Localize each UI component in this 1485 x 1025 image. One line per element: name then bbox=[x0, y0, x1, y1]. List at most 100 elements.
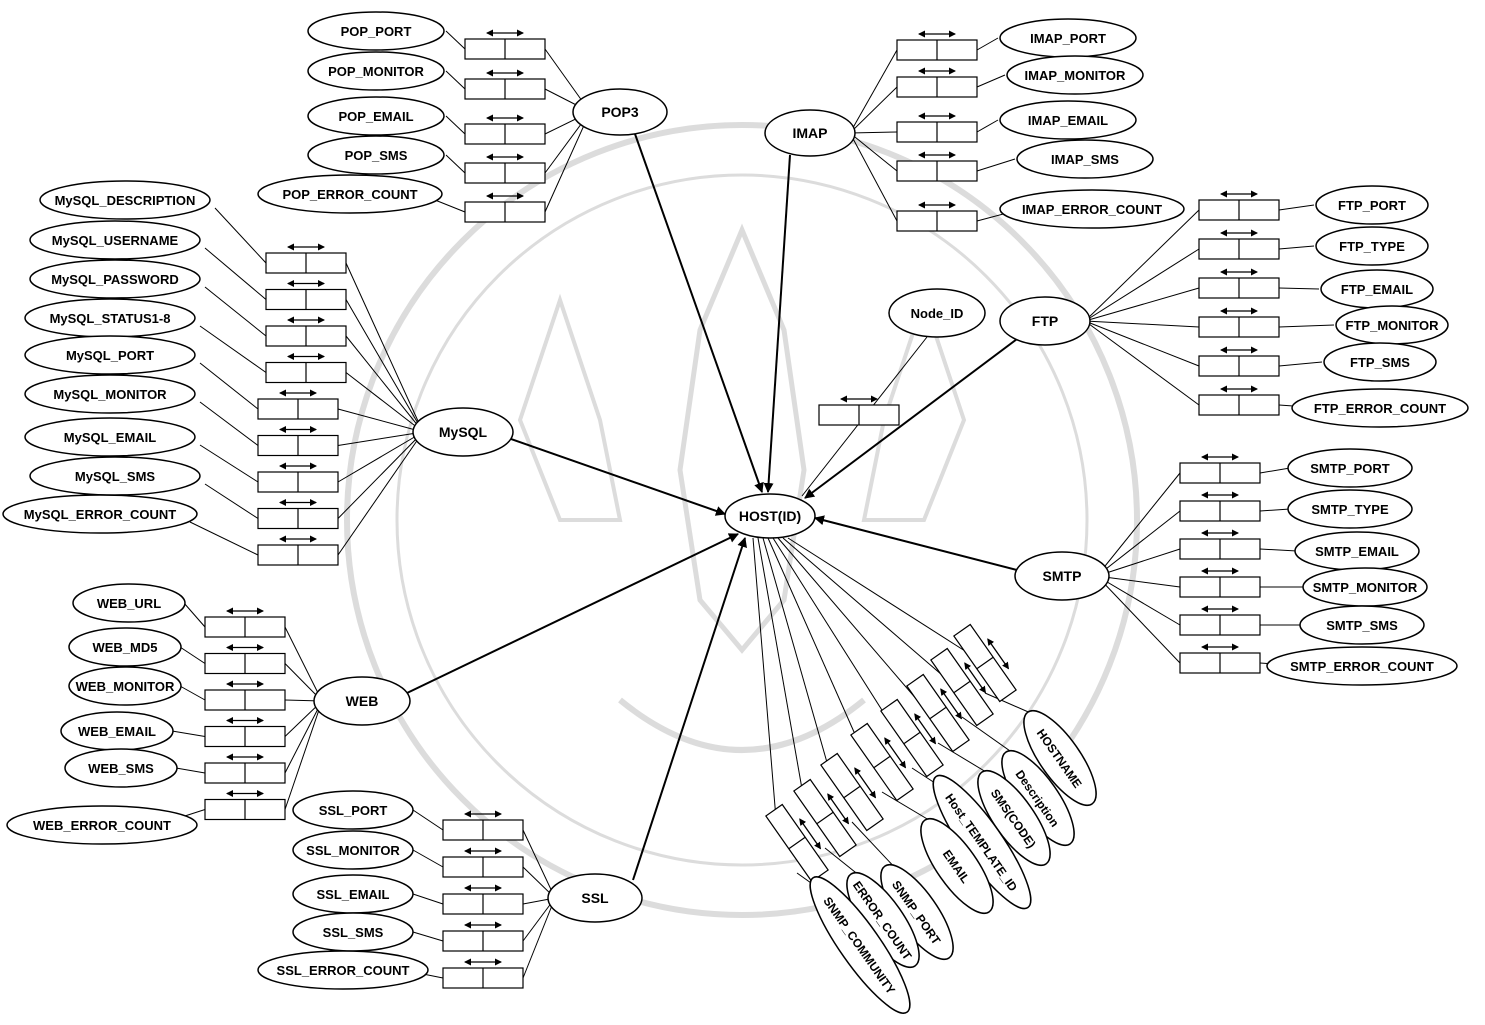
ftp-to-host-arrow bbox=[804, 338, 1018, 499]
imap-attr-box bbox=[896, 67, 978, 98]
imap-box-line bbox=[849, 131, 898, 134]
host-attr-box bbox=[765, 803, 829, 883]
mysql-attr-box bbox=[257, 426, 339, 457]
pop3-attr-pop_sms: POP_SMS bbox=[307, 135, 445, 175]
node-layer: HOST(ID)POP_PORTPOP_MONITORPOP_EMAILPOP_… bbox=[2, 11, 1469, 1014]
mysql-attr-box bbox=[265, 243, 347, 274]
host-attr-line bbox=[757, 537, 806, 807]
ssl-attr-line bbox=[412, 849, 444, 868]
pop3-attr-line bbox=[445, 30, 466, 50]
pop3-attr-pop_monitor-label: POP_MONITOR bbox=[328, 64, 424, 79]
ssl-attr-ssl_error_count: SSL_ERROR_COUNT bbox=[257, 950, 429, 990]
web-attr-web_error_count-label: WEB_ERROR_COUNT bbox=[33, 818, 171, 833]
host-attr-line bbox=[787, 537, 966, 652]
smtp-attr-box bbox=[1179, 605, 1261, 636]
ftp-box-line bbox=[1084, 209, 1200, 322]
web-attr-line bbox=[179, 685, 206, 701]
imap-box-line bbox=[849, 49, 898, 134]
web-attr-web_monitor: WEB_MONITOR bbox=[68, 666, 182, 706]
hub-host-id-label: HOST(ID) bbox=[739, 508, 801, 524]
host-attr-line bbox=[762, 537, 833, 781]
mysql-attr-line bbox=[189, 521, 259, 556]
smtp-attr-box bbox=[1179, 529, 1261, 560]
web-attr-line bbox=[179, 646, 206, 664]
web-attr-box bbox=[204, 644, 286, 675]
ftp-attr-box bbox=[1198, 307, 1280, 338]
host-attr-email: EMAIL bbox=[920, 817, 994, 915]
smtp-attr-box bbox=[1179, 567, 1261, 598]
watermark-seal bbox=[344, 122, 1140, 918]
ftp-attr-line bbox=[1278, 361, 1323, 367]
imap-box-line bbox=[849, 132, 898, 222]
mysql-attr-mysql_status1-8: MySQL_STATUS1-8 bbox=[24, 298, 196, 338]
mysql-box-line bbox=[345, 262, 424, 433]
mysql-attr-mysql_error_count: MySQL_ERROR_COUNT bbox=[2, 494, 198, 534]
ssl-to-host-arrow bbox=[632, 537, 747, 881]
web-attr-web_md5-label: WEB_MD5 bbox=[92, 640, 157, 655]
mysql-attr-mysql_description-label: MySQL_DESCRIPTION bbox=[55, 193, 196, 208]
ftp-box-line bbox=[1084, 287, 1200, 322]
pop3-attr-line bbox=[445, 154, 466, 174]
smtp-attr-smtp_port-label: SMTP_PORT bbox=[1310, 461, 1390, 476]
mysql-attr-mysql_status1-8-label: MySQL_STATUS1-8 bbox=[50, 311, 171, 326]
ssl-attr-ssl_email: SSL_EMAIL bbox=[292, 874, 414, 914]
imap-box-line bbox=[849, 86, 898, 134]
host-attr-sms(code): SMS(CODE) bbox=[977, 769, 1051, 867]
host-attr-line bbox=[767, 537, 863, 751]
ssl-attr-ssl_port: SSL_PORT bbox=[292, 790, 414, 830]
smtp-box-line bbox=[1096, 510, 1181, 577]
entity-ftp: FTP bbox=[999, 296, 1091, 346]
ssl-attr-box bbox=[442, 958, 524, 989]
web-box-line bbox=[284, 700, 323, 810]
pop3-attr-box bbox=[464, 192, 546, 223]
ftp-attr-line bbox=[1278, 287, 1320, 290]
ssl-attr-ssl_sms-label: SSL_SMS bbox=[323, 925, 384, 940]
ftp-attr-ftp_sms: FTP_SMS bbox=[1323, 342, 1437, 382]
ftp-attr-box bbox=[1198, 229, 1280, 260]
smtp-attr-smtp_type-label: SMTP_TYPE bbox=[1311, 502, 1389, 517]
imap-attr-line bbox=[976, 74, 1006, 88]
entity-smtp: SMTP bbox=[1014, 551, 1110, 601]
ftp-attr-ftp_port: FTP_PORT bbox=[1315, 185, 1429, 225]
attr-node-id: Node_ID bbox=[888, 288, 986, 338]
smtp-box-line bbox=[1096, 575, 1181, 664]
smtp-box-line bbox=[1096, 548, 1181, 577]
mysql-attr-mysql_port: MySQL_PORT bbox=[24, 335, 196, 375]
ssl-attr-box bbox=[442, 847, 524, 878]
ftp-attr-line bbox=[1278, 204, 1315, 211]
ftp-attr-box bbox=[1198, 385, 1280, 416]
ftp-attr-line bbox=[1278, 324, 1335, 328]
host-attr-box bbox=[930, 647, 994, 727]
imap-attr-imap_monitor: IMAP_MONITOR bbox=[1006, 55, 1144, 95]
ftp-attr-ftp_email-label: FTP_EMAIL bbox=[1341, 282, 1413, 297]
imap-attr-imap_port-label: IMAP_PORT bbox=[1030, 31, 1106, 46]
host-attr-line bbox=[752, 537, 778, 832]
web-attr-web_url: WEB_URL bbox=[72, 583, 186, 623]
host-attr-box bbox=[850, 722, 914, 802]
pop3-to-host-arrow bbox=[634, 133, 764, 493]
web-attr-box bbox=[204, 753, 286, 784]
ftp-attr-ftp_error_count-label: FTP_ERROR_COUNT bbox=[1314, 401, 1446, 416]
mysql-attr-box bbox=[265, 353, 347, 384]
ftp-attr-ftp_monitor-label: FTP_MONITOR bbox=[1346, 318, 1440, 333]
mysql-attr-mysql_username: MySQL_USERNAME bbox=[29, 220, 201, 260]
web-attr-box bbox=[204, 607, 286, 638]
imap-attr-imap_monitor-label: IMAP_MONITOR bbox=[1025, 68, 1126, 83]
host-attr-line bbox=[772, 537, 893, 727]
smtp-to-host-arrow bbox=[814, 515, 1018, 571]
mysql-attr-mysql_password-label: MySQL_PASSWORD bbox=[51, 272, 179, 287]
pop3-attr-pop_email-label: POP_EMAIL bbox=[338, 109, 413, 124]
ftp-attr-box bbox=[1198, 268, 1280, 299]
web-attr-box bbox=[204, 717, 286, 748]
imap-attr-imap_port: IMAP_PORT bbox=[999, 18, 1137, 58]
mysql-attr-box bbox=[257, 462, 339, 493]
mysql-box-line bbox=[337, 431, 424, 519]
ssl-attr-ssl_email-label: SSL_EMAIL bbox=[317, 887, 390, 902]
mysql-to-host-arrow bbox=[507, 437, 726, 516]
smtp-attr-line bbox=[1259, 508, 1291, 512]
web-attr-line bbox=[171, 730, 206, 737]
imap-attr-imap_error_count: IMAP_ERROR_COUNT bbox=[999, 189, 1185, 229]
pop3-attr-box bbox=[464, 69, 546, 100]
entity-web-label: WEB bbox=[346, 693, 379, 709]
mysql-attr-mysql_port-label: MySQL_PORT bbox=[66, 348, 154, 363]
